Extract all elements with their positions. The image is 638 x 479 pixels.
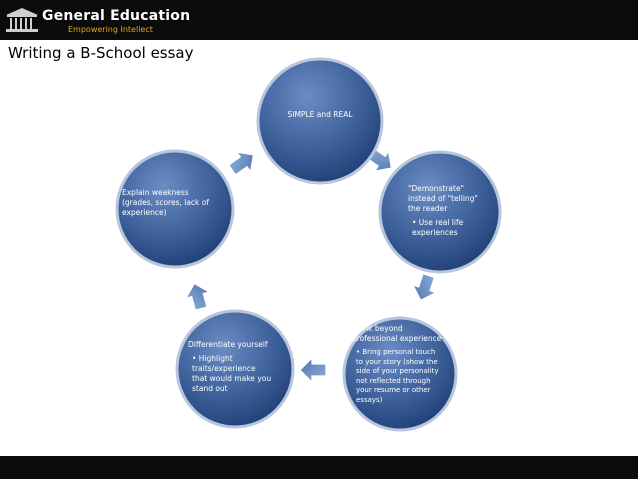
cycle-node-2-label: "Demonstrate" instead of "telling" the r…: [408, 184, 478, 213]
cycle-node-4-bullet: • Highlight traits/experience that would…: [192, 354, 272, 393]
cycle-node-4-text: Differentiate yourself • Highlight trait…: [188, 340, 272, 394]
slide-title: Writing a B-School essay: [8, 44, 194, 62]
cycle-node-1: [256, 57, 384, 185]
footer-bar: [0, 456, 638, 479]
cycle-arrow-4: [184, 282, 211, 311]
cycle-node-2: [378, 150, 502, 274]
cycle-arrow-5: [227, 151, 255, 176]
cycle-arrow-3: [299, 356, 327, 384]
cycle-node-2-text: "Demonstrate" instead of "telling" the r…: [408, 184, 492, 238]
building-logo-icon: [6, 8, 38, 32]
brand-tagline: Empowering Intellect: [68, 25, 153, 34]
cycle-node-3-text: Think beyond professional experience • B…: [352, 324, 444, 405]
cycle-node-3-label: Think beyond professional experience: [352, 324, 442, 343]
cycle-node-3: [342, 316, 458, 432]
brand-name: General Education: [42, 8, 191, 24]
cycle-node-2-bullet: • Use real life experiences: [412, 218, 464, 237]
header-bar: General Education Empowering Intellect: [0, 0, 638, 40]
cycle-node-1-label: SIMPLE and REAL: [287, 110, 353, 119]
cycle-node-5-label: Explain weakness (grades, scores, lack o…: [122, 188, 210, 217]
cycle-node-5-text: Explain weakness (grades, scores, lack o…: [122, 188, 218, 218]
cycle-node-4: [175, 309, 295, 429]
cycle-node-4-label: Differentiate yourself: [188, 340, 268, 349]
cycle-node-1-text: SIMPLE and REAL: [280, 110, 360, 120]
cycle-arrow-2: [411, 272, 438, 302]
cycle-node-5: [115, 149, 235, 269]
cycle-node-3-bullet: • Bring personal touch to your story (sh…: [356, 348, 439, 404]
